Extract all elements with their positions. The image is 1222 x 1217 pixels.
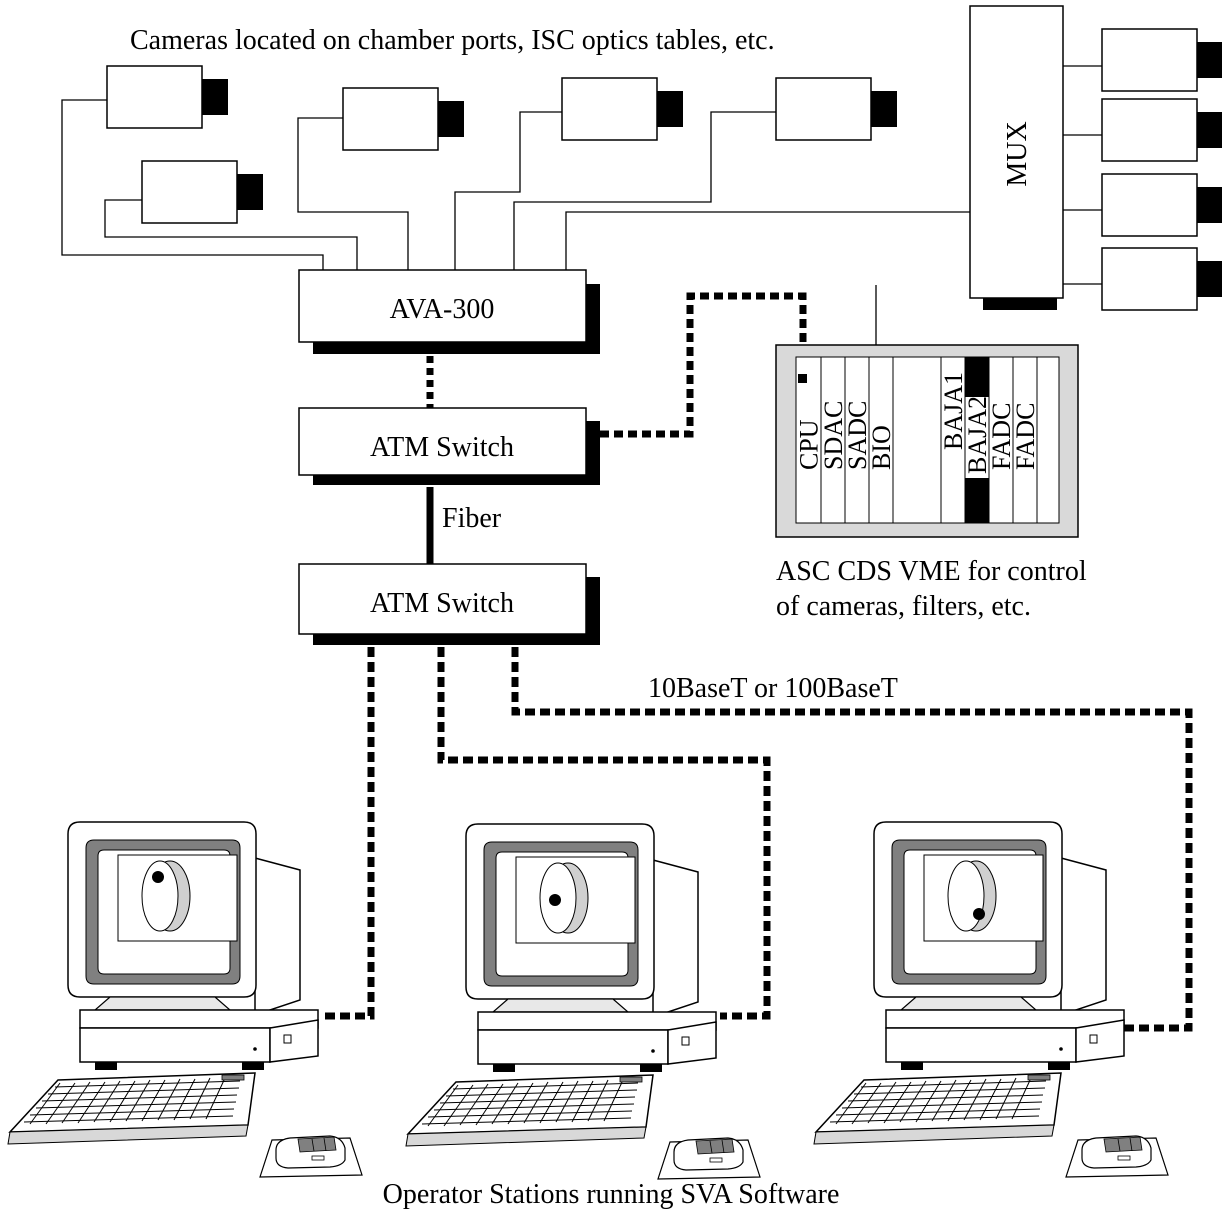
vme-card-label: CPU xyxy=(795,419,824,470)
atm-switch-bottom-label: ATM Switch xyxy=(370,588,514,619)
camera-icon xyxy=(342,87,465,151)
mux-label: MUX xyxy=(1002,121,1033,186)
camera-icon xyxy=(1101,28,1222,92)
vme-card-label: FADC xyxy=(1011,403,1040,470)
camera-icon xyxy=(1101,173,1222,237)
camera-icon xyxy=(141,160,264,224)
ava-300-box: AVA-300 xyxy=(298,269,600,354)
atm-switch-top-label: ATM Switch xyxy=(370,432,514,463)
vme-card-label: SDAC xyxy=(819,401,848,470)
cameras-caption: Cameras located on chamber ports, ISC op… xyxy=(130,25,775,56)
vme-card-slot: FADC xyxy=(987,356,1016,524)
stations-caption: Operator Stations running SVA Software xyxy=(383,1179,840,1210)
mux-box: MUX xyxy=(969,5,1064,310)
vme-caption-line1: ASC CDS VME for control xyxy=(776,556,1087,587)
camera-icon xyxy=(106,65,229,129)
vme-card-slot: FADC xyxy=(1011,356,1040,524)
optic-marker xyxy=(549,894,561,906)
atm-vme-link xyxy=(600,292,807,438)
cpu-port xyxy=(798,374,807,383)
vme-card-slot: CPU xyxy=(795,356,824,524)
operator-station-3 xyxy=(813,821,1169,1178)
vme-card-slot: BAJA1 xyxy=(939,356,968,524)
vme-card-slot xyxy=(892,356,942,524)
ethernet-links xyxy=(322,647,1193,1032)
ethernet-label: 10BaseT or 100BaseT xyxy=(648,673,898,704)
ava-300-label: AVA-300 xyxy=(390,294,495,325)
fiber-label: Fiber xyxy=(442,503,502,534)
vme-card-label: BIO xyxy=(867,425,896,470)
camera-icon xyxy=(1101,98,1222,162)
optic-marker xyxy=(152,871,164,883)
operator-station-2 xyxy=(405,823,761,1180)
vme-card-label: BAJA2 xyxy=(963,396,992,474)
optic-marker xyxy=(973,908,985,920)
camera-cables xyxy=(61,65,1102,382)
operator-station-1 xyxy=(7,821,363,1178)
vme-card-slot: BIO xyxy=(867,356,896,524)
vme-card-label: BAJA1 xyxy=(939,372,968,450)
camera-icon xyxy=(561,77,684,141)
vme-card-slot: SDAC xyxy=(819,356,848,524)
vme-caption-line2: of cameras, filters, etc. xyxy=(776,591,1031,622)
camera-icon xyxy=(1101,247,1222,311)
atm-switch-top: ATM Switch xyxy=(298,407,600,485)
vme-card-slot: SADC xyxy=(843,356,872,524)
vme-card-label: SADC xyxy=(843,401,872,470)
vme-card-label: FADC xyxy=(987,403,1016,470)
atm-switch-bottom: ATM Switch xyxy=(298,563,600,645)
camera-icon xyxy=(775,77,898,141)
